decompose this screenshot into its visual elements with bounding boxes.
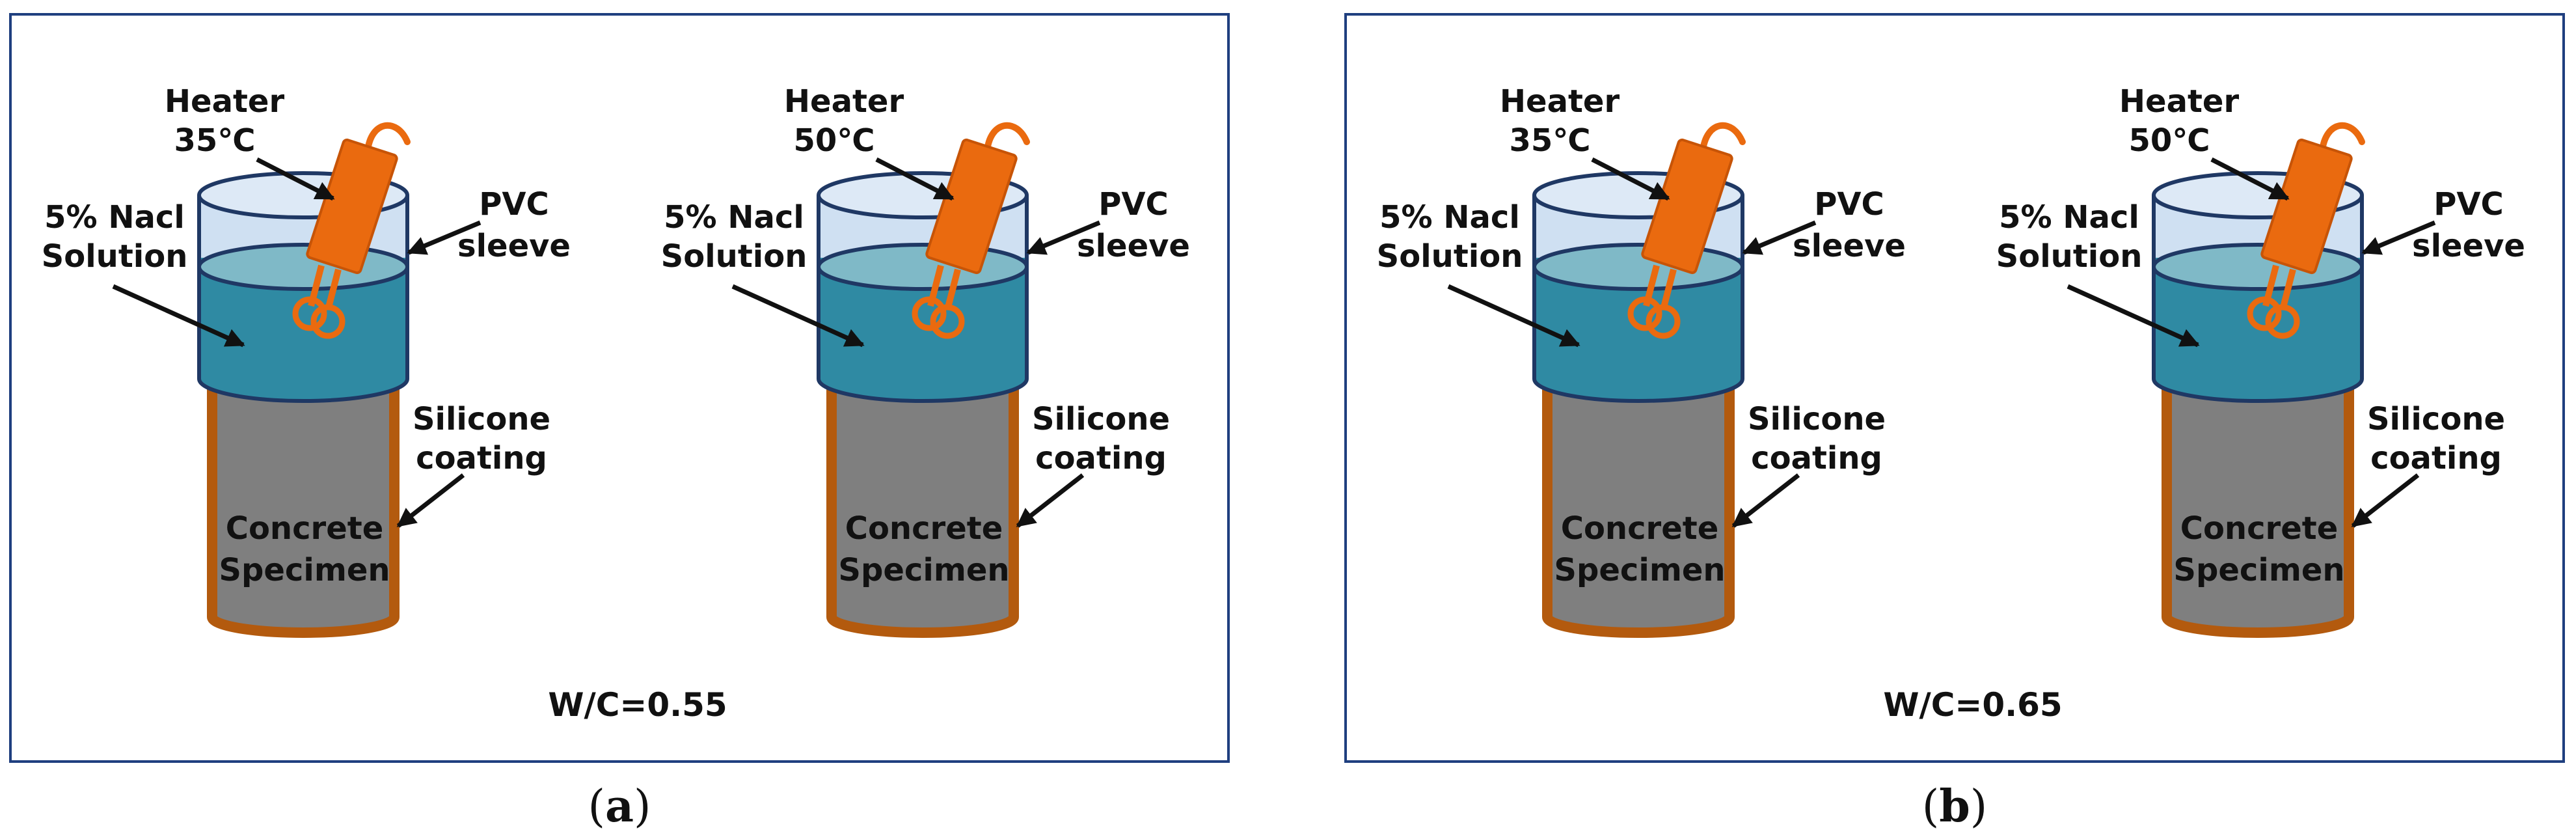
solution-label-2: Solution [42, 238, 188, 275]
solution-label-1: 5% Nacl [1379, 199, 1520, 236]
specimen-label-2: Specimen [2173, 552, 2344, 588]
specimen-label-1: Concrete [1561, 510, 1719, 547]
panel-a: Heater 35℃ 5% Nacl Solution PVC sleeve S… [9, 13, 1230, 763]
arrows [1447, 157, 1817, 528]
coating-label-1: Silicone [1748, 401, 1886, 437]
specimen-label-1: Concrete [2180, 510, 2339, 547]
heater-label: Heater [2119, 83, 2240, 120]
specimen-label-1: Concrete [845, 510, 1003, 547]
arrows [2067, 157, 2436, 528]
solution-surface [197, 243, 409, 291]
solution-surface [2152, 243, 2364, 291]
sleeve-label-1: PVC [1098, 186, 1169, 223]
solution-surface [1532, 243, 1744, 291]
coating-label-1: Silicone [1032, 401, 1170, 437]
coating-label-2: coating [1035, 440, 1167, 476]
concrete-specimen [2162, 380, 2354, 638]
wc-ratio-label: W/C=0.65 [1883, 686, 2062, 724]
concrete-specimen [1542, 380, 1735, 638]
sleeve-label-1: PVC [2434, 186, 2504, 223]
panel-b: Heater 35℃ 5% Nacl Solution PVC sleeve S… [1344, 13, 2565, 763]
specimen-label-2: Specimen [219, 552, 390, 588]
coating-label-1: Silicone [413, 401, 550, 437]
solution-label-2: Solution [661, 238, 807, 275]
sleeve-label-1: PVC [479, 186, 549, 223]
caption-a: (a) [588, 780, 651, 832]
heater-temp: 50℃ [794, 122, 875, 159]
heater-label: Heater [784, 83, 904, 120]
specimen-label-2: Specimen [838, 552, 1009, 588]
sleeve-label-1: PVC [1814, 186, 1884, 223]
test-unit-a2: Heater 50℃ 5% Nacl Solution PVC sleeve S… [661, 83, 1190, 638]
test-unit-b2: Heater 50℃ 5% Nacl Solution PVC sleeve S… [1996, 83, 2525, 638]
concrete-specimen [826, 380, 1019, 638]
solution-label-1: 5% Nacl [1999, 199, 2139, 236]
solution-label-1: 5% Nacl [664, 199, 804, 236]
arrows [731, 157, 1101, 528]
test-unit-a1: Heater 35℃ 5% Nacl Solution PVC sleeve S… [42, 83, 571, 638]
sleeve-label-2: sleeve [1793, 228, 1906, 264]
specimen-label-2: Specimen [1554, 552, 1725, 588]
coating-label-2: coating [416, 440, 547, 476]
heater-temp: 35℃ [174, 122, 256, 159]
heater-temp: 35℃ [1510, 122, 1591, 159]
arrows [112, 157, 481, 528]
solution-label-1: 5% Nacl [44, 199, 185, 236]
heater [2247, 122, 2365, 339]
coating-label-2: coating [2370, 440, 2502, 476]
sleeve-label-2: sleeve [1077, 228, 1190, 264]
concrete-specimen [207, 380, 400, 638]
wc-ratio-label: W/C=0.55 [548, 686, 727, 724]
caption-b: (b) [1922, 780, 1988, 832]
heater [292, 122, 411, 339]
specimen-label-1: Concrete [226, 510, 384, 547]
solution-label-2: Solution [1996, 238, 2143, 275]
test-unit-b1: Heater 35℃ 5% Nacl Solution PVC sleeve S… [1377, 83, 1906, 638]
heater-label: Heater [1500, 83, 1620, 120]
coating-label-2: coating [1751, 440, 1882, 476]
sleeve-label-2: sleeve [457, 228, 571, 264]
solution-label-2: Solution [1377, 238, 1523, 275]
solution-surface [817, 243, 1029, 291]
heater [1627, 122, 1746, 339]
coating-label-1: Silicone [2367, 401, 2505, 437]
heater-label: Heater [165, 83, 285, 120]
heater-temp: 50℃ [2129, 122, 2210, 159]
pvc-sleeve [1532, 171, 1744, 403]
sleeve-label-2: sleeve [2412, 228, 2525, 264]
